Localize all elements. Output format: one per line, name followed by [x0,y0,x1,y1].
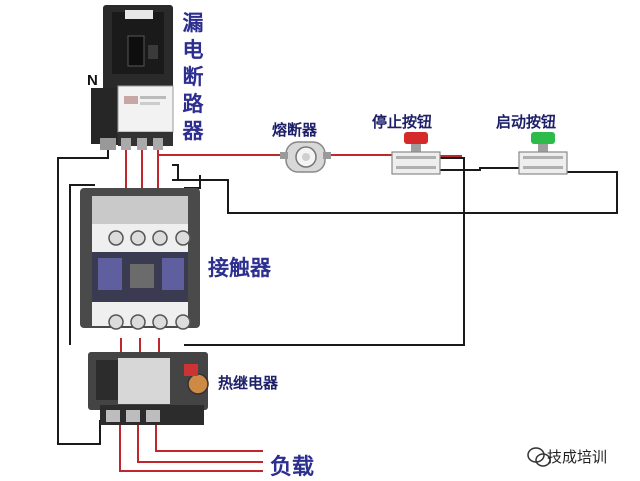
contactor [80,188,200,330]
leakage-breaker [91,5,174,150]
stop-button-label: 停止按钮 [372,113,433,131]
start-button [518,132,568,175]
neutral-label: N [87,72,98,89]
breaker-label: 漏电断路器 [182,11,204,143]
thermal-relay-label: 热继电器 [218,374,279,392]
thermal-relay [88,352,209,425]
fuse-label: 熔断器 [272,121,318,139]
fuse [280,141,331,173]
start-button-label: 启动按钮 [496,113,557,131]
load-label: 负载 [270,455,315,480]
black-wires [57,150,618,445]
watermark-text: 技成培训 [547,447,608,466]
stop-button [391,132,441,175]
wechat-icon [527,447,551,467]
watermark: 技成培训 [520,444,607,468]
contactor-label: 接触器 [208,256,271,280]
